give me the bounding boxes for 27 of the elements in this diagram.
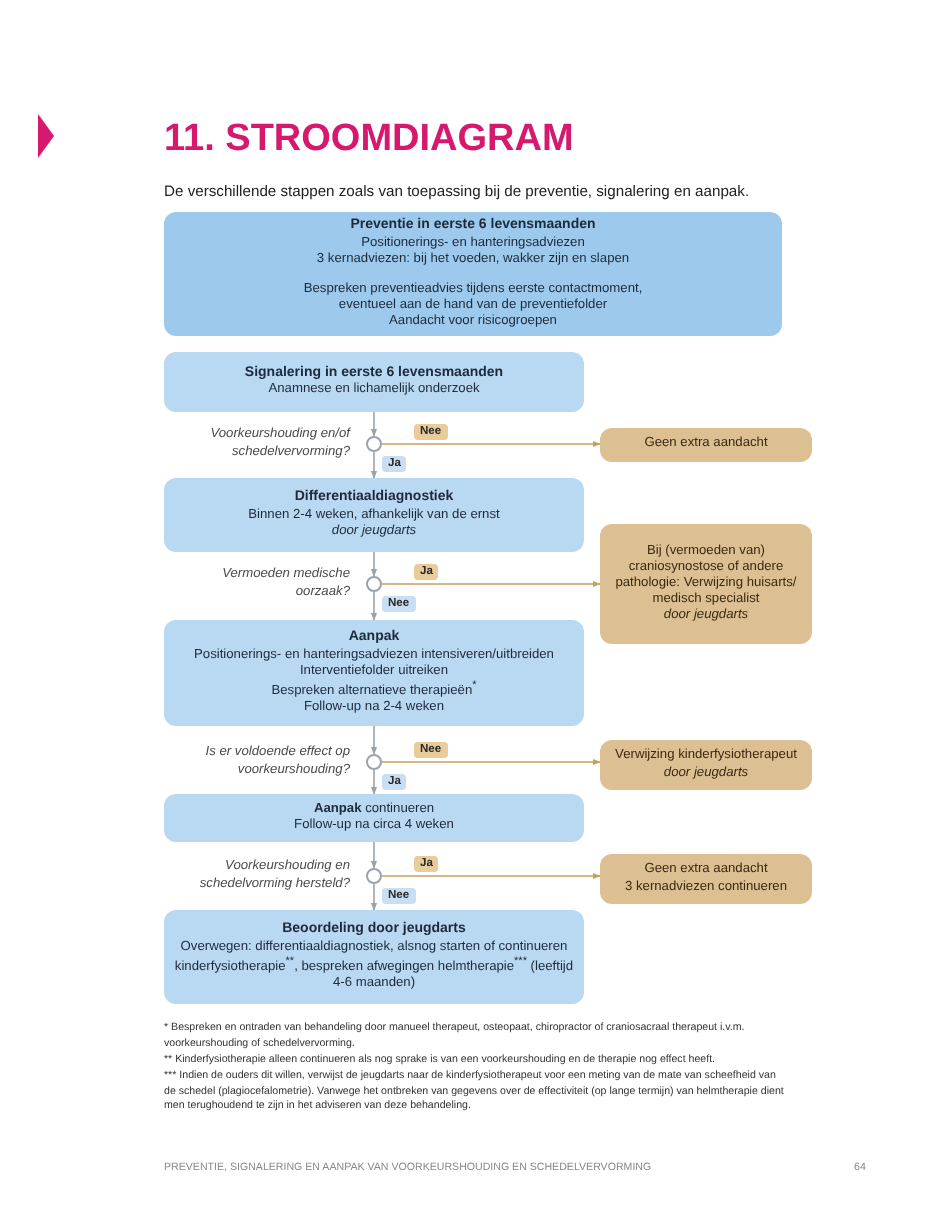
arrow — [370, 841, 378, 869]
arrow — [381, 758, 601, 766]
process-box — [164, 352, 584, 412]
decision-circle — [366, 436, 382, 452]
decision-circle — [366, 754, 382, 770]
outcome-box — [600, 524, 812, 644]
outcome-box — [600, 854, 812, 904]
outcome-box — [600, 740, 812, 790]
arrow — [381, 580, 601, 588]
decision-circle — [366, 868, 382, 884]
arrow — [370, 883, 378, 911]
process-box — [164, 212, 782, 336]
arrow — [381, 872, 601, 880]
arrow — [370, 551, 378, 577]
arrow — [370, 591, 378, 621]
arrow — [370, 769, 378, 795]
process-box — [164, 794, 584, 842]
decision-circle — [366, 576, 382, 592]
process-box — [164, 620, 584, 726]
arrow — [370, 725, 378, 755]
arrow — [370, 411, 378, 437]
page-title: 11. STROOMDIAGRAM — [164, 118, 574, 162]
arrow — [381, 440, 601, 448]
outcome-box — [600, 428, 812, 462]
process-box — [164, 910, 584, 1004]
process-box — [164, 478, 584, 552]
arrow — [370, 451, 378, 479]
